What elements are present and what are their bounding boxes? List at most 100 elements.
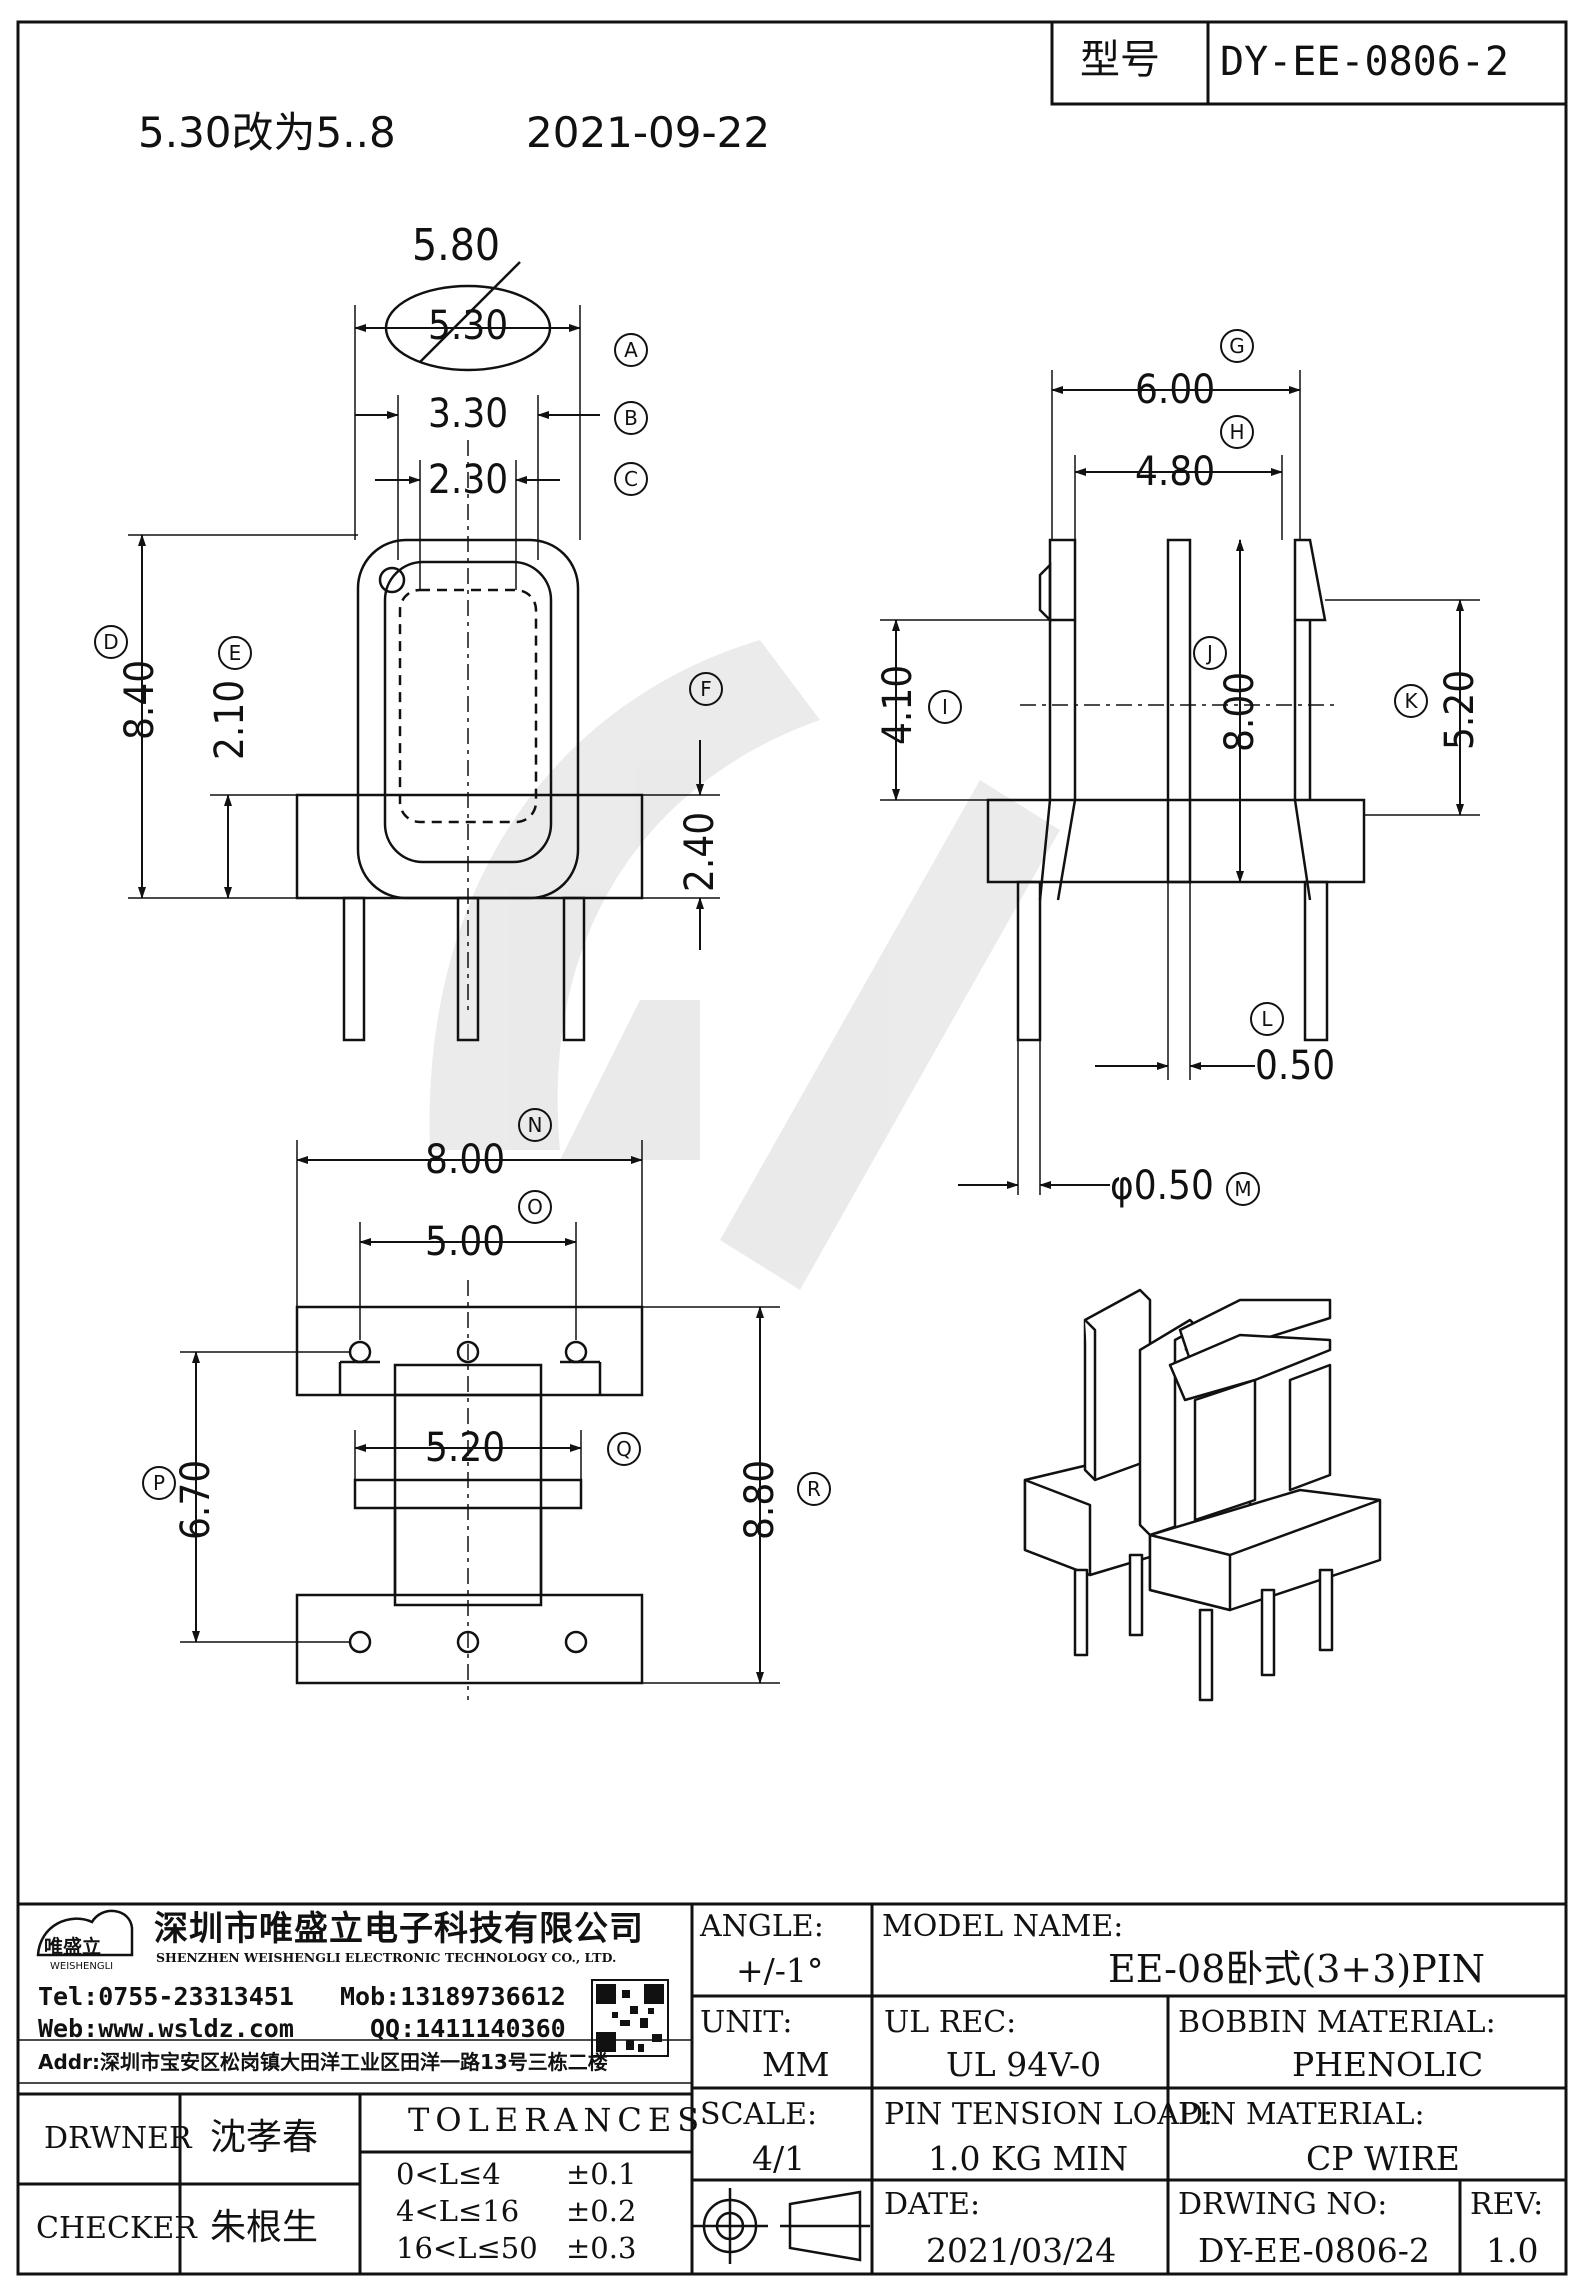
center-bar (1166, 538, 1192, 884)
dim-g: 6.00 (1135, 367, 1216, 413)
checker-label: CHECKER (36, 2211, 197, 2246)
callout-k: K (1394, 684, 1428, 718)
callout-m: M (1226, 1172, 1260, 1206)
callout-o: O (518, 1190, 552, 1224)
dim-h: 4.80 (1135, 449, 1216, 495)
bobbin-material-label: BOBBIN MATERIAL: (1178, 2005, 1496, 2040)
rev-label: REV: (1470, 2187, 1544, 2222)
angle-value: +/-1° (736, 1951, 824, 1990)
drawing-no-label: DRWING NO: (1178, 2187, 1388, 2222)
pin-right (562, 896, 586, 1042)
company-addr: Addr:深圳市宝安区松岗镇大田洋工业区田洋一路13号三栋二楼 (38, 2050, 608, 2074)
callout-h: H (1220, 415, 1254, 449)
callout-r: R (797, 1472, 831, 1506)
company-name-cn: 深圳市唯盛立电子科技有限公司 (154, 1909, 644, 1949)
pin-left (342, 896, 366, 1042)
dim-d: 8.40 (117, 659, 163, 740)
rev-value: 1.0 (1486, 2231, 1539, 2270)
callout-p: P (142, 1466, 176, 1500)
dim-j: 8.00 (1217, 671, 1263, 752)
scale-value: 4/1 (752, 2139, 806, 2178)
dim-q: 5.20 (425, 1425, 506, 1471)
drawer-label: DRWNER (44, 2121, 192, 2156)
callout-d: D (94, 625, 128, 659)
top-flange (295, 1305, 644, 1397)
dim-i: 4.10 (875, 664, 921, 745)
dim-a-inner: 5.30 (428, 303, 509, 349)
callout-i: I (928, 690, 962, 724)
front-view (128, 261, 720, 1042)
dim-r: 8.80 (737, 1459, 783, 1540)
bottom-view-dims (192, 1156, 764, 1684)
model-label: 型号 (1080, 37, 1160, 83)
callout-n: N (518, 1108, 552, 1142)
callout-q: Q (607, 1432, 641, 1466)
dim-c: 2.30 (428, 457, 509, 503)
callout-l: L (1250, 1002, 1284, 1036)
side-base (986, 798, 1366, 884)
dim-m: φ0.50 (1110, 1163, 1214, 1209)
revision-note: 5.30改为5..8 (138, 108, 396, 157)
tolerances-title: TOLERANCES (408, 2101, 706, 2139)
unit-value: MM (762, 2045, 830, 2084)
scale-label: SCALE: (700, 2097, 818, 2132)
dim-l: 0.50 (1255, 1043, 1336, 1089)
bobbin-material-value: PHENOLIC (1292, 2045, 1484, 2084)
pin-tension-value: 1.0 KG MIN (928, 2139, 1129, 2178)
company-mob: Mob:13189736612 (340, 1982, 566, 2011)
ul-value: UL 94V-0 (946, 2045, 1102, 2084)
checker-name: 朱根生 (210, 2207, 319, 2248)
side-pin-left (1016, 880, 1042, 1042)
model-box (1050, 20, 1568, 106)
drawer-name: 沈孝春 (210, 2117, 319, 2158)
isometric-view (1023, 1288, 1382, 1702)
dim-a-leader (419, 261, 521, 363)
callout-e: E (218, 636, 252, 670)
angle-label: ANGLE: (700, 1909, 824, 1944)
pin-material-label: PIN MATERIAL: (1178, 2097, 1425, 2132)
dim-k: 5.20 (1437, 669, 1483, 750)
tolerance-range-2: 4<L≤16 (396, 2194, 520, 2228)
dim-n: 8.00 (425, 1137, 506, 1183)
tolerance-value-2: ±0.2 (566, 2194, 637, 2228)
logo-text: 唯盛立 (44, 1936, 102, 1958)
company-qq: QQ:1411140360 (370, 2014, 566, 2043)
pin-material-value: CP WIRE (1306, 2139, 1460, 2178)
watermark-logo (429, 640, 1060, 1290)
callout-g: G (1220, 329, 1254, 363)
revision-date: 2021-09-22 (526, 108, 771, 157)
date-label: DATE: (884, 2187, 981, 2222)
dim-a-outer: 5.80 (412, 220, 501, 271)
callout-j: J (1193, 636, 1227, 670)
company-logo (36, 1909, 134, 1957)
projection-symbol (692, 2188, 870, 2264)
title-block-grid (18, 1902, 1566, 2274)
date-value: 2021/03/24 (926, 2231, 1117, 2270)
callout-c: C (614, 462, 648, 496)
bottom-flange (295, 1593, 644, 1685)
dim-b: 3.30 (428, 391, 509, 437)
company-name-en: SHENZHEN WEISHENGLI ELECTRONIC TECHNOLOG… (156, 1950, 617, 1965)
model-number: DY-EE-0806-2 (1220, 39, 1509, 85)
bottom-view (180, 1140, 780, 1700)
side-pin-right (1303, 880, 1329, 1042)
pin-tension-label: PIN TENSION LOAD: (884, 2097, 1214, 2132)
company-tel: Tel:0755-23313451 (38, 1982, 294, 2011)
tolerance-value-1: ±0.1 (566, 2157, 637, 2191)
dim-p: 6.70 (173, 1459, 219, 1540)
model-name-value: EE-08卧式(3+3)PIN (1108, 1947, 1486, 1991)
callout-f: F (689, 672, 723, 706)
tolerance-range-3: 16<L≤50 (396, 2231, 538, 2265)
drawing-no-value: DY-EE-0806-2 (1198, 2231, 1430, 2270)
company-web: Web:www.wsldz.com (38, 2014, 294, 2043)
tolerance-value-3: ±0.3 (566, 2231, 637, 2265)
callout-b: B (614, 401, 648, 435)
tolerance-range-1: 0<L≤4 (396, 2157, 501, 2191)
front-view-dims (138, 324, 704, 950)
callout-a: A (614, 333, 648, 367)
side-view-dims (892, 386, 1464, 1189)
dim-e: 2.10 (207, 679, 253, 760)
ul-label: UL REC: (884, 2005, 1017, 2040)
qr-code (591, 1979, 669, 2057)
